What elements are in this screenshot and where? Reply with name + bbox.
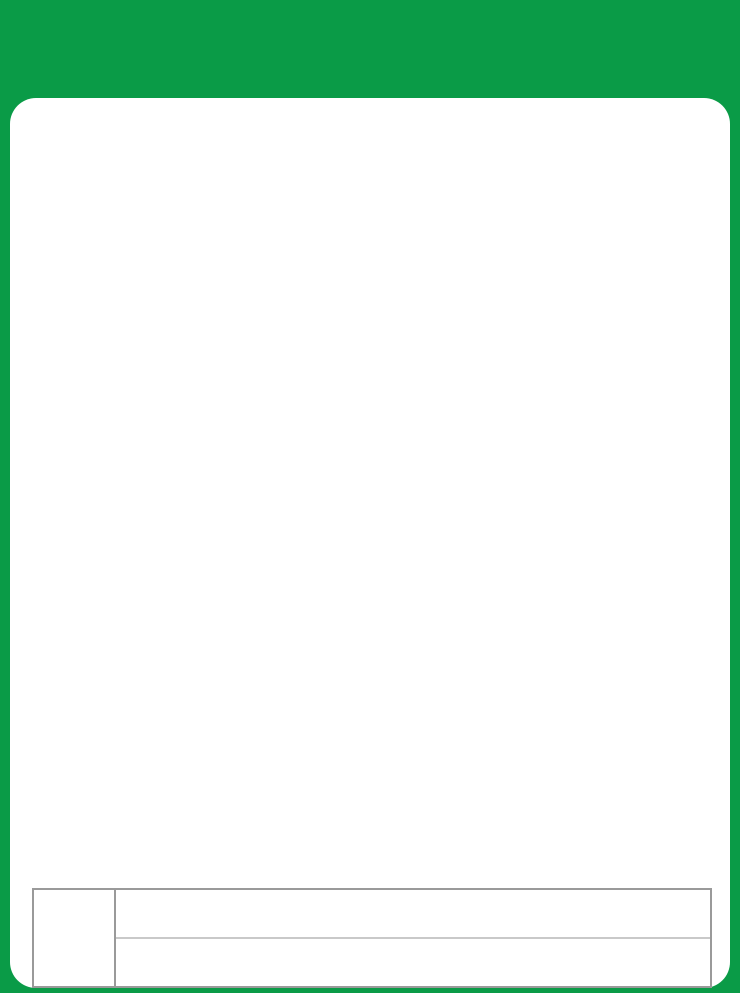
legend-box [32, 888, 712, 988]
legend-symbols-row [116, 939, 710, 986]
legend-caption [34, 890, 116, 986]
legend-lines-row [116, 890, 710, 939]
map-card [10, 98, 730, 988]
